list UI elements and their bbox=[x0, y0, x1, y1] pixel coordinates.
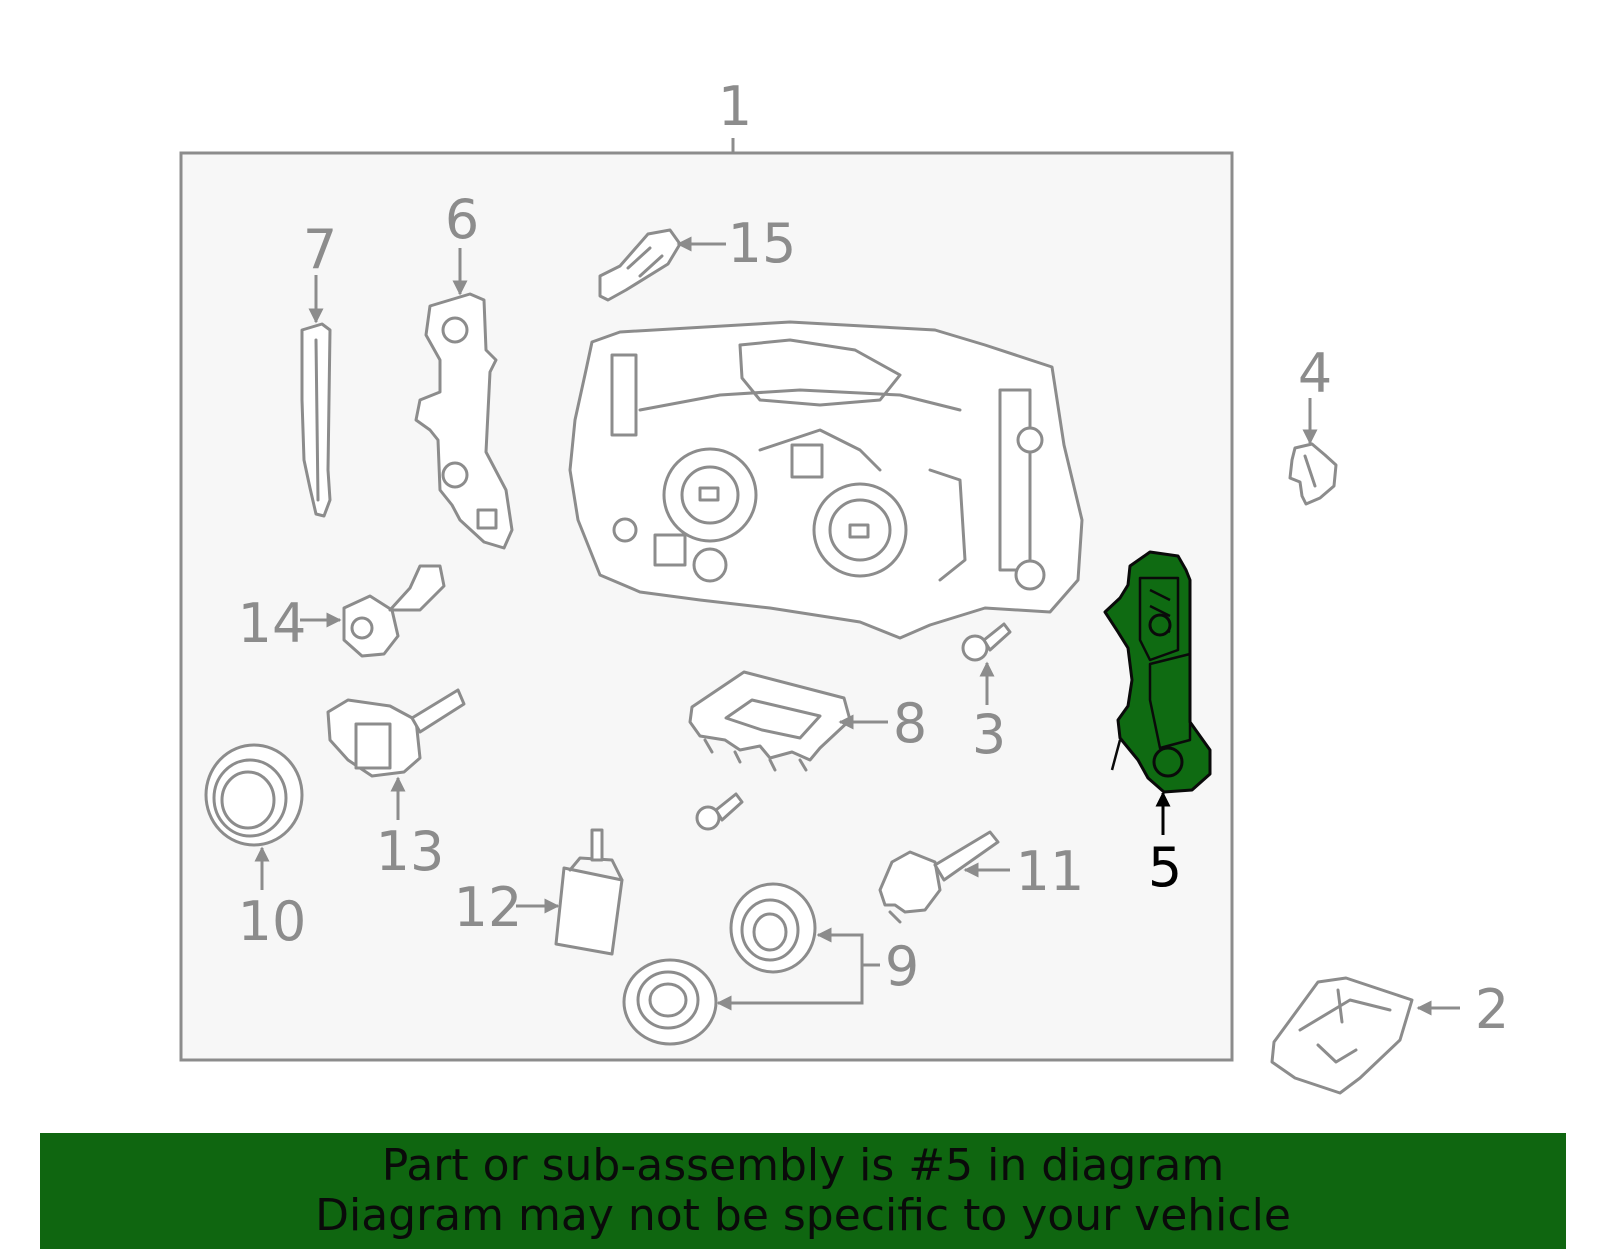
banner-line-2: Diagram may not be specific to your vehi… bbox=[315, 1190, 1291, 1241]
clip-part-4 bbox=[1288, 442, 1338, 506]
callout-9: 9 bbox=[885, 935, 919, 998]
callout-4: 4 bbox=[1298, 342, 1332, 405]
callout-6: 6 bbox=[445, 188, 479, 251]
banner-line-1: Part or sub-assembly is #5 in diagram bbox=[381, 1140, 1225, 1191]
cap-part-10 bbox=[204, 743, 304, 847]
frame-part-8 bbox=[688, 670, 852, 772]
cover-part-2 bbox=[1270, 976, 1414, 1095]
highlighted-part-5 bbox=[1103, 550, 1212, 794]
bulb-part-15 bbox=[598, 228, 682, 302]
bracket-part-6 bbox=[414, 292, 514, 550]
screw-part-small bbox=[695, 792, 744, 831]
callout-13: 13 bbox=[376, 820, 445, 883]
callout-1: 1 bbox=[718, 75, 752, 138]
callout-10: 10 bbox=[238, 890, 307, 953]
headlamp-housing-part bbox=[568, 320, 1084, 640]
callout-3: 3 bbox=[972, 703, 1006, 766]
info-banner: Part or sub-assembly is #5 in diagram Di… bbox=[40, 1133, 1566, 1249]
bulb-part-12 bbox=[554, 828, 624, 956]
bulb-part-13 bbox=[326, 688, 466, 778]
callout-5: 5 bbox=[1148, 836, 1182, 899]
callout-2: 2 bbox=[1475, 978, 1509, 1041]
callout-11: 11 bbox=[1016, 840, 1085, 903]
callout-14: 14 bbox=[238, 592, 307, 655]
bulb-part-11 bbox=[878, 830, 1000, 924]
socket-part-14 bbox=[342, 564, 446, 658]
callout-8: 8 bbox=[893, 692, 927, 755]
callout-7: 7 bbox=[303, 218, 337, 281]
assembly-panel bbox=[179, 151, 1234, 1062]
callout-12: 12 bbox=[454, 876, 523, 939]
callout-15: 15 bbox=[728, 212, 797, 275]
cap-part-9 bbox=[622, 882, 817, 1046]
screw-part-3 bbox=[961, 622, 1012, 662]
strip-part-7 bbox=[300, 322, 332, 518]
